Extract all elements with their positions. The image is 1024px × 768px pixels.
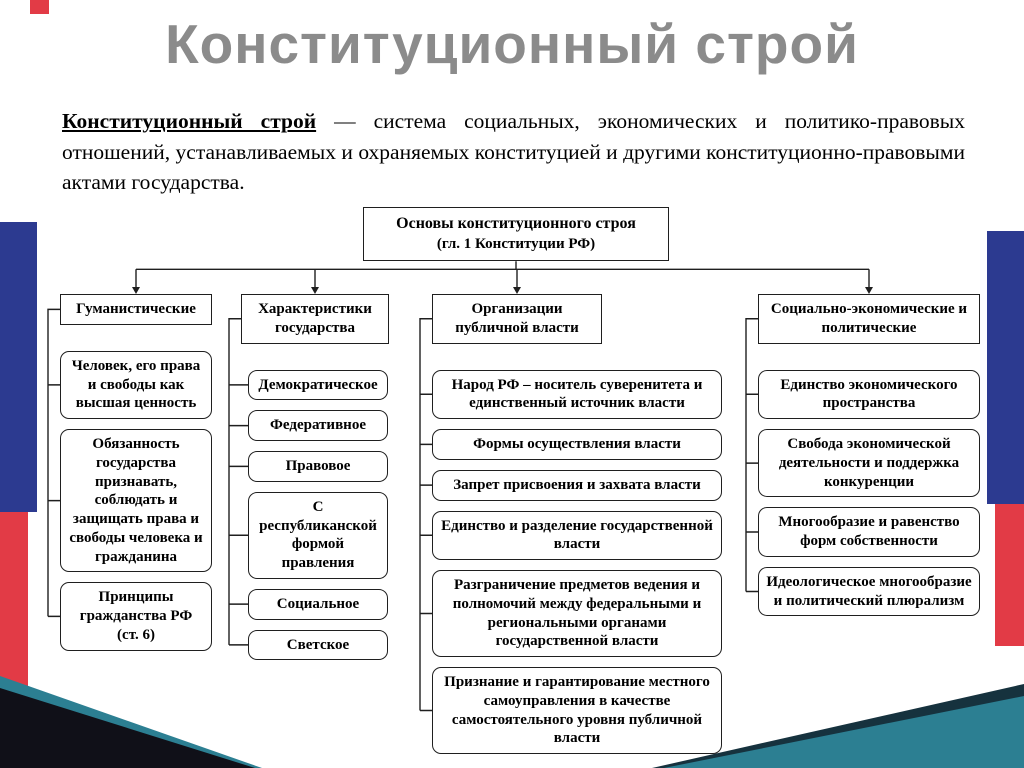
right-blue-band xyxy=(987,231,1024,504)
diagram-item: Свобода экономической деятельности и под… xyxy=(758,429,980,498)
diagram-item: Социальное xyxy=(248,588,388,620)
diagram-item: Обязанность государства признавать, собл… xyxy=(60,429,212,573)
diagram-item: Светское xyxy=(248,629,388,661)
root-box-line2: (гл. 1 Конституции РФ) xyxy=(436,235,596,252)
column-header: Характеристики государства xyxy=(241,294,389,344)
column-1: Гуманистические Человек, его права и сво… xyxy=(60,294,212,651)
column-3: Организации публичной власти Народ РФ – … xyxy=(432,294,722,754)
left-red-band xyxy=(0,512,28,702)
column-header: Социально-экономические и политические xyxy=(758,294,980,344)
diagram-item: Принципы гражданства РФ (ст. 6) xyxy=(60,582,212,651)
top-left-red-square xyxy=(30,0,49,14)
diagram-item: Единство экономического пространства xyxy=(758,369,980,419)
diagram-item: Запрет присвоения и захвата власти xyxy=(432,469,722,501)
diagram-item: Признание и гарантирование местного само… xyxy=(432,667,722,754)
constitution-diagram: Основы конституционного строя (гл. 1 Кон… xyxy=(45,207,985,757)
diagram-item: Разграничение предметов ведения и полном… xyxy=(432,570,722,657)
diagram-item: Правовое xyxy=(248,451,388,482)
diagram-item: Формы осуществления власти xyxy=(432,429,722,460)
root-box: Основы конституционного строя (гл. 1 Кон… xyxy=(363,207,669,262)
column-header: Организации публичной власти xyxy=(432,294,602,344)
connector-lines xyxy=(47,261,873,712)
column-header: Гуманистические xyxy=(60,294,212,325)
right-red-band xyxy=(995,504,1024,646)
column-2: Характеристики государства Демократическ… xyxy=(241,294,389,661)
diagram-item: Демократическое xyxy=(248,369,388,401)
diagram-item: Федеративное xyxy=(248,410,388,441)
diagram-item: Народ РФ – носитель суверенитета и единс… xyxy=(432,369,722,419)
definition-term: Конституционный строй xyxy=(62,109,317,133)
column-items: Народ РФ – носитель суверенитета и единс… xyxy=(432,369,722,754)
diagram-item: Единство и разделение государственной вл… xyxy=(432,510,722,560)
definition-paragraph: Конституционный строй — система социальн… xyxy=(62,106,965,198)
slide-title: Конституционный строй xyxy=(165,13,859,75)
diagram-item: С республиканской формой правления xyxy=(248,491,388,579)
root-box-line1: Основы конституционного строя xyxy=(396,215,636,232)
column-4: Социально-экономические и политические Е… xyxy=(758,294,980,617)
diagram-item: Человек, его права и свободы как высшая … xyxy=(60,350,212,419)
left-blue-band xyxy=(0,222,37,512)
diagram-item: Идеологическое многообразие и политическ… xyxy=(758,566,980,617)
definition-text: — система социальных, экономических и по… xyxy=(62,109,965,195)
diagram-item: Многообразие и равенство форм собственно… xyxy=(758,507,980,557)
column-items: Человек, его права и свободы как высшая … xyxy=(60,350,212,651)
